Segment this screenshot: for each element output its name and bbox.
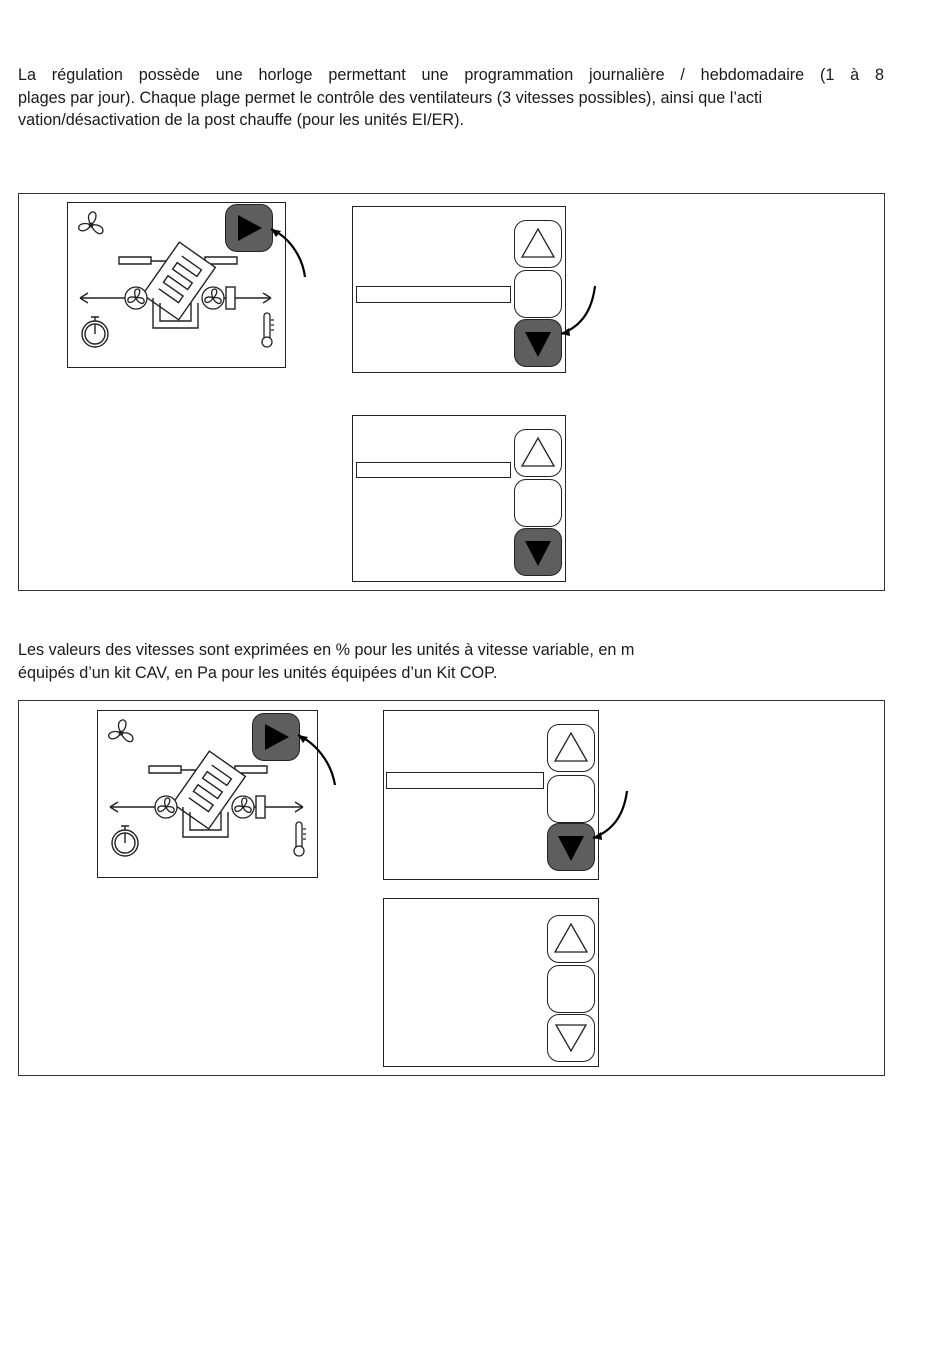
up-button[interactable] xyxy=(514,220,562,268)
selected-line-highlight xyxy=(356,462,511,478)
clock-icon xyxy=(81,316,109,348)
play-button[interactable] xyxy=(225,204,273,252)
display-screen-2b xyxy=(383,898,599,1067)
supply-fan-icon xyxy=(154,795,178,819)
heat-exchanger-diagram xyxy=(79,241,272,329)
controller-panel-2 xyxy=(97,710,318,878)
figure-1-frame xyxy=(18,193,885,591)
selected-line-highlight xyxy=(356,286,511,303)
up-arrow-icon xyxy=(553,922,589,953)
heat-exchanger-diagram xyxy=(109,750,304,838)
enter-button[interactable] xyxy=(547,775,595,823)
up-button[interactable] xyxy=(514,429,562,477)
intro-paragraph: La régulation possède une horloge permet… xyxy=(18,64,884,132)
speeds-line-2: équipés d’un kit CAV, en Pa pour les uni… xyxy=(18,663,498,682)
enter-button[interactable] xyxy=(514,270,562,318)
fan-icon xyxy=(78,211,104,235)
up-button[interactable] xyxy=(547,915,595,963)
down-arrow-icon xyxy=(558,836,584,861)
up-arrow-icon xyxy=(553,731,589,762)
up-arrow-icon xyxy=(520,227,556,258)
down-arrow-icon xyxy=(525,332,551,357)
supply-fan-icon xyxy=(124,286,148,310)
down-button[interactable] xyxy=(514,528,562,576)
controller-panel-1 xyxy=(67,202,286,368)
play-arrow-icon xyxy=(265,724,289,750)
selected-line-highlight xyxy=(386,772,544,789)
enter-button[interactable] xyxy=(547,965,595,1013)
extract-fan-icon xyxy=(201,286,225,310)
down-arrow-icon xyxy=(554,1024,588,1053)
down-button[interactable] xyxy=(547,823,595,871)
intro-line-1: La régulation possède une horloge permet… xyxy=(18,66,884,84)
thermometer-icon xyxy=(293,821,306,857)
fan-icon xyxy=(108,719,134,743)
speeds-paragraph: Les valeurs des vitesses sont exprimées … xyxy=(18,639,884,684)
down-button[interactable] xyxy=(514,319,562,367)
figure-2-frame xyxy=(18,700,885,1076)
display-screen-1b xyxy=(352,415,566,582)
play-arrow-icon xyxy=(238,215,262,241)
display-screen-2a xyxy=(383,710,599,880)
up-button[interactable] xyxy=(547,724,595,772)
intro-line-3: vation/désactivation de la post chauffe … xyxy=(18,111,465,129)
speeds-line-1: Les valeurs des vitesses sont exprimées … xyxy=(18,641,635,659)
up-arrow-icon xyxy=(520,436,556,467)
extract-fan-icon xyxy=(231,795,255,819)
down-arrow-icon xyxy=(525,541,551,566)
clock-icon xyxy=(111,825,139,857)
play-button[interactable] xyxy=(252,713,300,761)
down-button[interactable] xyxy=(547,1014,595,1062)
thermometer-icon xyxy=(261,312,274,348)
enter-button[interactable] xyxy=(514,479,562,527)
display-screen-1a xyxy=(352,206,566,373)
intro-line-2: plages par jour). Chaque plage permet le… xyxy=(18,88,763,107)
